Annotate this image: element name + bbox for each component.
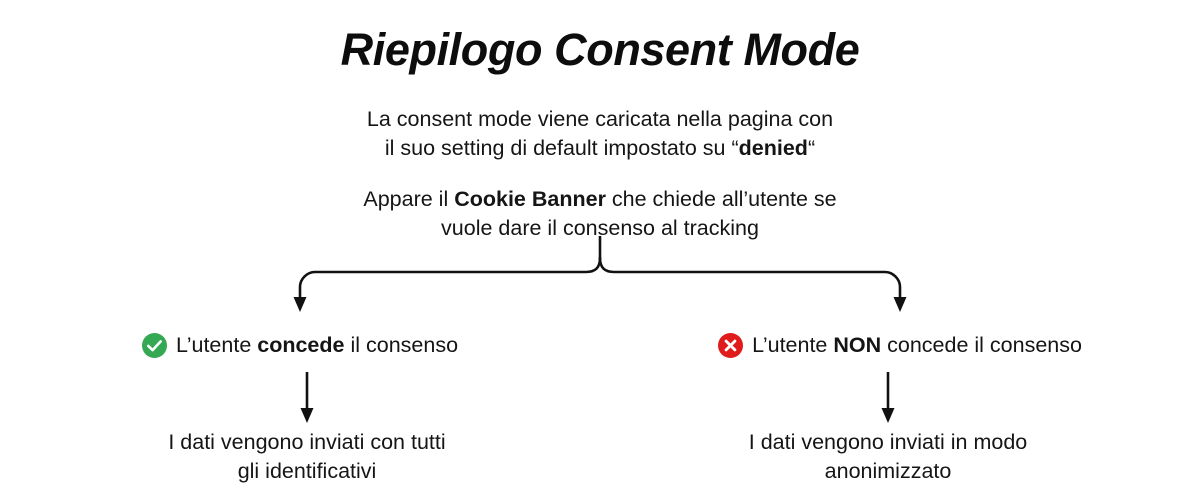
outcome-deny-line-1: I dati vengono inviati in modo (748, 430, 1028, 454)
x-circle-icon (718, 332, 744, 358)
fork-right-branch (598, 256, 902, 300)
branch-accept-suffix: il consenso (344, 333, 459, 357)
branch-accept-keyword: concede (257, 333, 345, 357)
arrow-down-deny (868, 372, 908, 424)
fork-right-arrowhead (893, 297, 907, 312)
banner-line-1: Appare il Cookie Banner che chiede all’u… (0, 185, 1200, 214)
fork-left-arrowhead (293, 297, 307, 312)
branch-accept-prefix: L’utente (175, 333, 258, 357)
branch-deny-label: L’utente NON concede il consenso (600, 330, 1200, 360)
cookie-banner-keyword: Cookie Banner (454, 187, 606, 211)
branch-deny-keyword: NON (833, 333, 882, 357)
intro-line-2-suffix: “ (807, 136, 816, 160)
intro-line-1: La consent mode viene caricata nella pag… (366, 107, 834, 131)
fork-connector-svg (293, 234, 907, 312)
outcome-accept: I dati vengono inviati con tutti gli ide… (107, 428, 507, 486)
page-title: Riepilogo Consent Mode (340, 24, 860, 75)
intro-paragraph: La consent mode viene caricata nella pag… (0, 105, 1200, 163)
branch-accept-label: L’utente concede il consenso (0, 330, 600, 360)
intro-line-2: il suo setting di default impostato su “… (0, 134, 1200, 163)
outcome-accept-line-2: gli identificativi (237, 459, 377, 483)
intro-line-2-prefix: il suo setting di default impostato su “ (384, 136, 739, 160)
branch-deny-suffix: concede il consenso (881, 333, 1082, 357)
outcome-accept-line-1: I dati vengono inviati con tutti (168, 430, 446, 454)
banner-line-1-prefix: Appare il (363, 187, 455, 211)
fork-connector (280, 234, 920, 320)
branch-deny-text: L’utente NON concede il consenso (752, 330, 1082, 360)
banner-line-1-suffix: che chiede all’utente se (605, 187, 837, 211)
intro-denied-keyword: denied (738, 136, 808, 160)
fork-left-branch (298, 256, 602, 300)
branch-deny-prefix: L’utente (752, 333, 834, 357)
outcome-deny-line-2: anonimizzato (824, 459, 952, 483)
cookie-banner-paragraph: Appare il Cookie Banner che chiede all’u… (0, 185, 1200, 243)
check-circle-icon (141, 332, 167, 358)
outcome-deny: I dati vengono inviati in modo anonimizz… (688, 428, 1088, 486)
branch-accept-text: L’utente concede il consenso (176, 330, 458, 360)
arrow-down-accept (287, 372, 327, 424)
